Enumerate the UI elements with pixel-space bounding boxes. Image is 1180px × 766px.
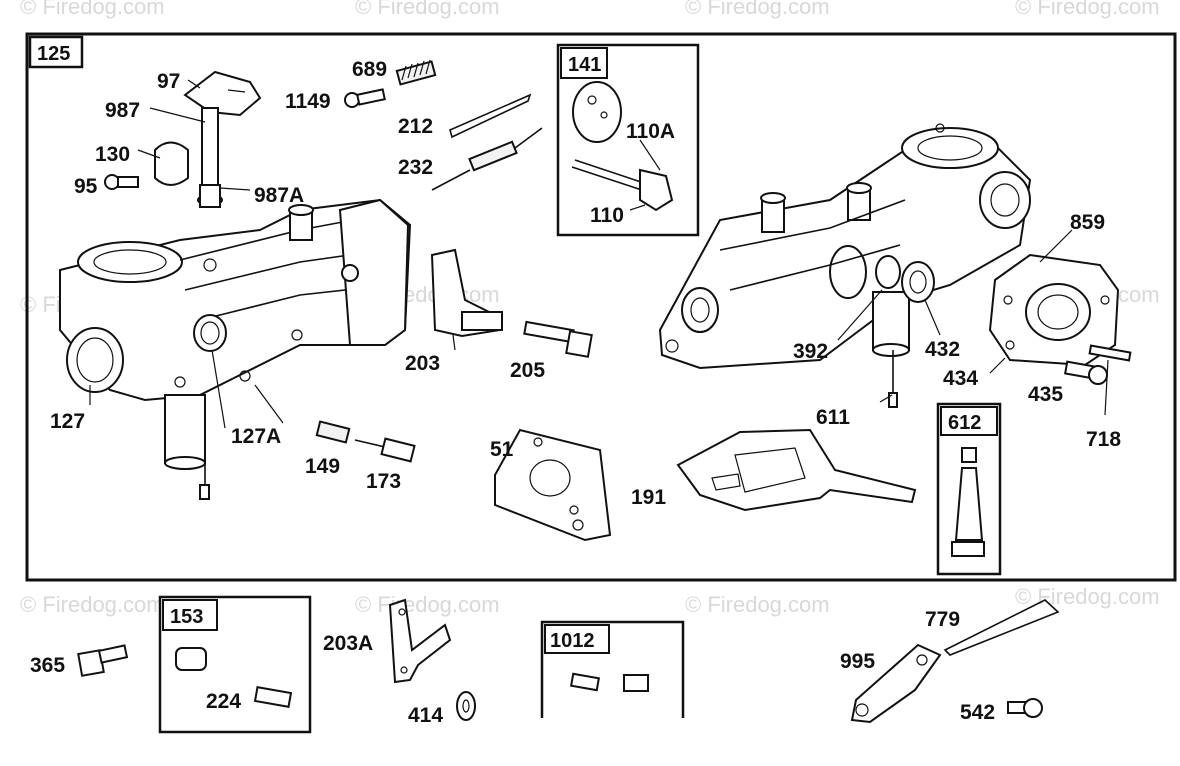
- label-689: 689: [352, 58, 387, 81]
- label-718: 718: [1086, 428, 1121, 451]
- label-859: 859: [1070, 211, 1105, 234]
- label-191: 191: [631, 486, 666, 509]
- screw-435: [1064, 360, 1108, 385]
- box-label-125: 125: [37, 43, 70, 65]
- watermark: © Firedog.com: [20, 0, 165, 19]
- screw-1149: [344, 88, 386, 108]
- label-232: 232: [398, 156, 433, 179]
- assembly-frame-125: [25, 32, 1177, 582]
- label-435: 435: [1028, 383, 1063, 406]
- label-203a: 203A: [323, 632, 373, 655]
- washer-414: [456, 691, 476, 721]
- label-149: 149: [305, 455, 340, 478]
- label-130: 130: [95, 143, 130, 166]
- carburetor-left: [59, 198, 412, 500]
- label-173: 173: [366, 470, 401, 493]
- spring-149: [315, 420, 351, 444]
- label-212: 212: [398, 115, 433, 138]
- label-97: 97: [157, 70, 180, 93]
- label-995: 995: [840, 650, 875, 673]
- watermark: © Firedog.com: [1015, 0, 1160, 19]
- watermark: © Firedog.com: [20, 592, 165, 617]
- screw-542: [1007, 698, 1043, 718]
- label-1149: 1149: [285, 90, 331, 113]
- box-label-1012: 1012: [550, 630, 595, 652]
- label-987: 987: [105, 99, 140, 122]
- spring-232: [431, 127, 543, 191]
- spring-689: [395, 59, 437, 86]
- watermark: © Firedog.com: [685, 592, 830, 617]
- box-153: 153 224: [158, 595, 312, 734]
- bracket-203a: [388, 598, 452, 684]
- link-779: [943, 599, 1060, 656]
- watermark: © Firedog.com: [685, 0, 830, 19]
- label-414: 414: [408, 704, 443, 727]
- label-987a: 987A: [254, 184, 304, 207]
- label-127a: 127A: [231, 425, 281, 448]
- label-432: 432: [925, 338, 960, 361]
- box-label-612: 612: [948, 412, 981, 434]
- box-label-141: 141: [568, 54, 601, 76]
- bolt-205: [523, 320, 593, 358]
- screw-95: [104, 174, 139, 190]
- carburetor-right: [658, 123, 1032, 370]
- needle-611: [888, 350, 898, 408]
- label-110a: 110A: [626, 120, 675, 143]
- choke-plate: [154, 141, 189, 186]
- seal-392: [875, 255, 901, 289]
- pin-718: [1088, 344, 1132, 362]
- choke-assembly: [183, 70, 262, 208]
- box-141: 141: [556, 43, 700, 237]
- part-labels: 97 987 130 95 987A 689 1149 212 232 110A…: [50, 58, 1121, 509]
- label-110: 110: [590, 204, 624, 227]
- gasket-51: [494, 428, 612, 542]
- label-611: 611: [816, 406, 850, 429]
- label-779: 779: [925, 608, 960, 631]
- box-label-153: 153: [170, 606, 203, 628]
- label-51: 51: [490, 438, 514, 461]
- label-542: 542: [960, 701, 995, 724]
- leader-lines: [89, 79, 1109, 429]
- spring-432: [901, 261, 935, 303]
- box-612: 612: [936, 402, 1002, 576]
- bracket-995: [850, 643, 942, 724]
- pump-859: [988, 253, 1120, 367]
- label-203: 203: [405, 352, 440, 375]
- bolt-365: [77, 644, 129, 677]
- box-1012: 1012: [540, 620, 685, 718]
- link-212: [449, 93, 532, 139]
- label-95: 95: [74, 175, 98, 198]
- gasket-191: [676, 428, 917, 512]
- bracket-203: [430, 248, 503, 338]
- box-label-frame: [28, 35, 84, 69]
- watermark: © Firedog.com: [1015, 584, 1160, 609]
- watermark: © Firedog.com: [355, 592, 500, 617]
- label-392: 392: [793, 340, 828, 363]
- label-434: 434: [943, 367, 978, 390]
- watermark: © Firedog.com: [355, 0, 500, 19]
- label-224: 224: [206, 690, 241, 713]
- needle-173: [354, 437, 416, 463]
- label-365: 365: [30, 654, 65, 677]
- label-205: 205: [510, 359, 545, 382]
- label-127: 127: [50, 410, 85, 433]
